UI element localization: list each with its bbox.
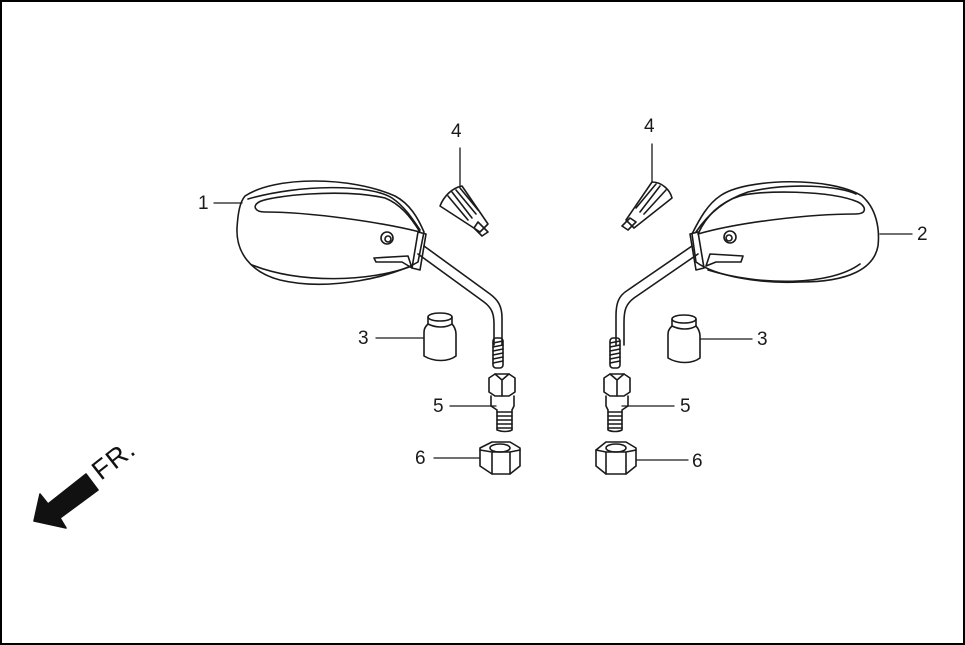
callout-6-left: 6: [415, 448, 426, 469]
callout-3-right: 3: [757, 329, 768, 350]
callout-5-right: 5: [680, 396, 691, 417]
right-cap: [667, 314, 701, 364]
right-boot: [621, 181, 673, 231]
leader-lines: [213, 143, 913, 461]
right-bolt: [603, 373, 631, 433]
callout-4-right: 4: [644, 116, 655, 137]
left-mirror: [236, 180, 504, 369]
right-nut: [595, 441, 637, 475]
callout-1: 1: [198, 193, 209, 214]
front-direction-arrow-icon: [33, 473, 99, 529]
left-boot: [439, 185, 489, 237]
left-cap: [423, 312, 457, 362]
callout-5-left: 5: [433, 396, 444, 417]
right-mirror: [609, 180, 880, 369]
left-bolt: [488, 373, 516, 433]
callout-6-right: 6: [692, 451, 703, 472]
left-nut: [479, 441, 521, 475]
callout-4-left: 4: [451, 121, 462, 142]
callout-2: 2: [917, 224, 928, 245]
callout-3-left: 3: [358, 328, 369, 349]
